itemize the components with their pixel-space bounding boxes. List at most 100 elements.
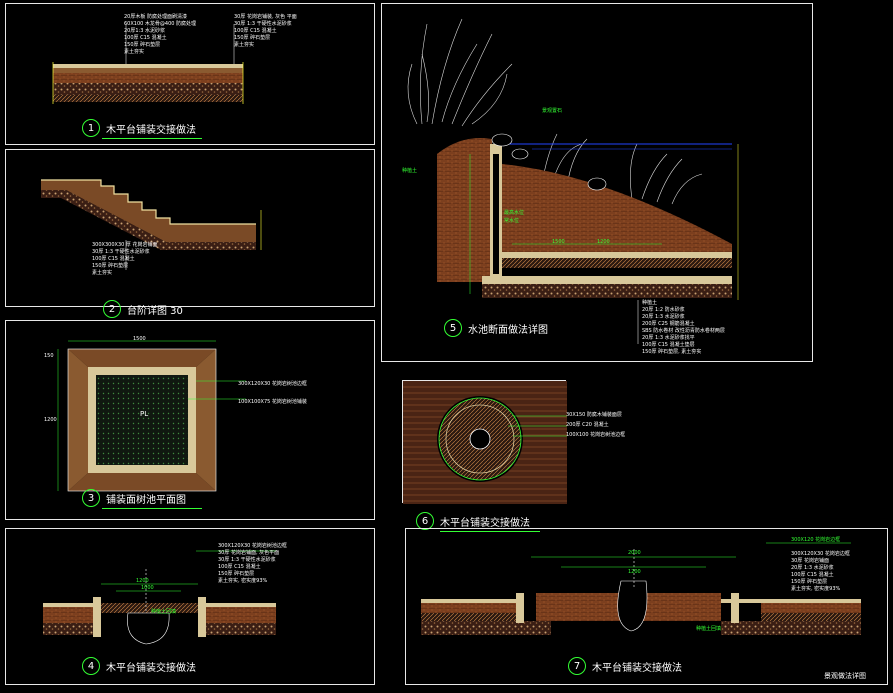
note: 种植土 [642, 300, 658, 306]
detail-number-badge: 1 [82, 119, 100, 137]
dimension-label: 2000 [628, 550, 641, 556]
detail-7-drawing [421, 542, 861, 635]
note: 素土夯实 [234, 42, 255, 48]
note: 30厚 花岗岩铺面, 灰色平面 [218, 550, 280, 556]
detail-1-drawing [52, 24, 244, 104]
detail-title-text: 台阶详图 30 [127, 305, 183, 317]
detail-7-panel: 2000 1200 种植土回填 300X120 花岗岩边框 300X120X30… [405, 528, 888, 685]
note: 30厚 花岗岩铺面 [791, 558, 829, 564]
detail-4-title: 4 木平台铺装交接做法 [82, 657, 196, 675]
detail-title-text: 水池断面做法详图 [468, 324, 548, 336]
dimension-label: 1500 [133, 336, 146, 342]
detail-1-notes-left: 20厚木板 防腐处理面刷清漆 60X100 木龙骨@400 防腐处理 20厚1:… [124, 14, 196, 56]
note: 100厚 C15 混凝土 [92, 256, 135, 262]
detail-5-drawing [407, 18, 739, 344]
detail-4-drawing [43, 550, 276, 645]
title-underline [102, 508, 202, 509]
note: 20厚木板 防腐处理面刷清漆 [124, 14, 187, 20]
dimension-label: 1200 [136, 578, 149, 584]
detail-4-notes: 300X120X30 花岗岩树池边框 30厚 花岗岩铺面, 灰色平面 30厚 1… [218, 543, 287, 585]
detail-6-panel: 30X150 防腐木铺装面层 200厚 C20 混凝土 100X100 花岗岩树… [402, 380, 625, 504]
detail-3-notes: 300X120X30 花岗岩树池边框 100X100X75 花岗岩树池铺装 [238, 381, 307, 406]
detail-2-drawing [41, 179, 262, 270]
plant-label: PL [140, 410, 149, 418]
dimension-label: 150 [44, 353, 54, 359]
note: 150厚 碎石垫层 [124, 42, 161, 48]
note: 150厚 碎石垫层 [791, 579, 828, 585]
detail-7-title: 7 木平台铺装交接做法 [568, 657, 682, 675]
note: 100厚 C15 混凝土 [124, 35, 167, 41]
callout-tag: 300X120 花岗岩边框 [791, 537, 841, 543]
title-underline [102, 138, 202, 139]
dimension-label: 1200 [44, 417, 57, 423]
water-level-label: 最高水位 [504, 210, 525, 216]
detail-6-drawing [403, 381, 567, 504]
note: 300X120X30 花岗岩边框 [791, 551, 850, 557]
note: 300X300X30 厚 花岗岩铺面 [92, 242, 158, 248]
note: 150厚 碎石垫层 [218, 571, 255, 577]
note: 20厚 1:3 水泥砂浆 [642, 314, 685, 320]
dimension-label: 1200 [628, 569, 641, 575]
detail-title-text: 木平台铺装交接做法 [106, 124, 196, 136]
note: 100厚 C15 混凝土 [218, 564, 261, 570]
note: 100X100X75 花岗岩树池铺装 [238, 399, 307, 405]
detail-title-text: 铺装面树池平面图 [106, 494, 186, 506]
note: 300X120X30 花岗岩树池边框 [238, 381, 307, 387]
note: 30厚 1:3 干硬性水泥砂浆 [218, 557, 276, 563]
dimension-label: 1500 [552, 239, 565, 245]
note: 100厚 C15 混凝土 [791, 572, 834, 578]
detail-number-badge: 6 [416, 512, 434, 530]
detail-1-title: 1 木平台铺装交接做法 [82, 119, 196, 137]
callout-tag: 种植土回填 [696, 626, 722, 632]
plant-foliage [407, 18, 703, 205]
detail-title-text: 木平台铺装交接做法 [106, 662, 196, 674]
note: 300X120X30 花岗岩树池边框 [218, 543, 287, 549]
callout-tag: 景观置石 [542, 108, 563, 114]
detail-2-notes: 300X300X30 厚 花岗岩铺面 30厚 1:3 干硬性水泥砂浆 100厚 … [92, 242, 157, 277]
title-underline [440, 531, 540, 532]
note: 20厚1:3 水泥砂浆 [124, 28, 165, 34]
detail-6-title: 6 木平台铺装交接做法 [416, 512, 530, 530]
detail-title-text: 木平台铺装交接做法 [440, 517, 530, 529]
note: 200厚 C25 钢筋混凝土 [642, 321, 695, 327]
detail-5-title: 5 水池断面做法详图 [444, 319, 548, 337]
water-level-label: 常水位 [504, 218, 520, 224]
detail-number-badge: 3 [82, 489, 100, 507]
note: 150厚 碎石垫层 [234, 35, 271, 41]
note: 100厚 C15 混凝土 [234, 28, 277, 34]
note: 20厚 1:3 水泥砂浆 [791, 565, 834, 571]
detail-2-panel: 300X300X30 厚 花岗岩铺面 30厚 1:3 干硬性水泥砂浆 100厚 … [5, 149, 375, 318]
detail-title-text: 木平台铺装交接做法 [592, 662, 682, 674]
callout-tag: 种植土 [402, 168, 418, 174]
note: 素土夯实 [124, 49, 145, 55]
detail-1-notes-right: 30厚 花岗岩铺装, 灰色 平面 30厚 1:3 干硬性水泥砂浆 100厚 C1… [234, 14, 297, 49]
note: 素土夯实 [92, 270, 113, 276]
dimension-label: 1200 [597, 239, 610, 245]
note: 素土夯实, 密实度93% [791, 586, 841, 592]
detail-1-panel: 20厚木板 防腐处理面刷清漆 60X100 木龙骨@400 防腐处理 20厚1:… [5, 3, 375, 145]
note: SBS 防水卷材 改性沥青防水卷材两层 [642, 328, 725, 334]
detail-3-drawing [57, 340, 246, 492]
note: 200厚 C20 混凝土 [566, 422, 609, 428]
detail-number-badge: 7 [568, 657, 586, 675]
detail-3-panel: 1500 1200 150 PL 300X120X30 花岗岩树池边框 100X… [5, 320, 375, 520]
note: 30厚 1:3 干硬性水泥砂浆 [234, 21, 292, 27]
detail-2-title: 2 台阶详图 30 [103, 300, 183, 318]
detail-number-badge: 4 [82, 657, 100, 675]
detail-4-panel: 1200 1000 种植土回填 300X120X30 花岗岩树池边框 30厚 花… [5, 528, 375, 685]
note: 60X100 木龙骨@400 防腐处理 [124, 21, 197, 27]
detail-3-title: 3 铺装面树池平面图 [82, 489, 186, 507]
note: 100厚 C15 混凝土垫层 [642, 342, 695, 348]
detail-5-notes: 种植土 20厚 1:2 防水砂浆 20厚 1:3 水泥砂浆 200厚 C25 钢… [642, 300, 725, 356]
sheet-title: 景观做法详图 [824, 672, 866, 680]
note: 30厚 1:3 干硬性水泥砂浆 [92, 249, 150, 255]
detail-number-badge: 2 [103, 300, 121, 318]
note: 150厚 碎石垫层, 素土夯实 [642, 349, 702, 355]
dimension-label: 1000 [141, 585, 154, 591]
detail-number-badge: 5 [444, 319, 462, 337]
note: 20厚 1:3 水泥砂浆找平 [642, 335, 695, 341]
callout-tag: 种植土回填 [151, 609, 177, 615]
detail-6-notes: 30X150 防腐木铺装面层 200厚 C20 混凝土 100X100 花岗岩树… [566, 412, 625, 439]
note: 100X100 花岗岩树池边框 [566, 432, 626, 438]
